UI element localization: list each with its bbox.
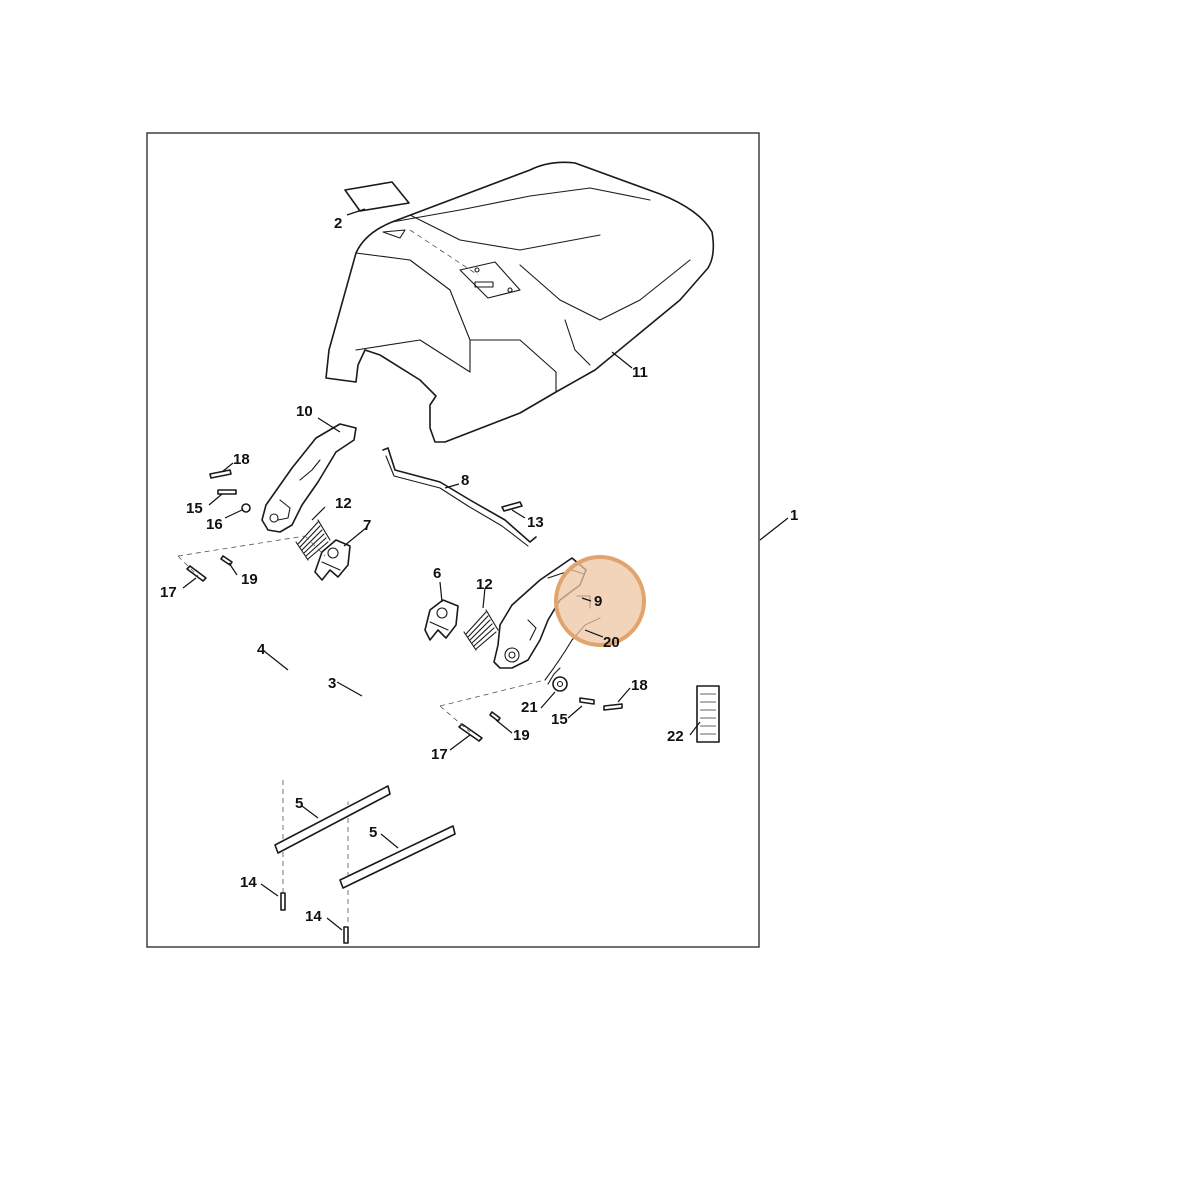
part-handle-3 <box>341 618 417 804</box>
part-label-22 <box>696 685 720 743</box>
part-latch-left <box>314 539 351 581</box>
callout-15a: 15 <box>186 500 203 517</box>
highlight-circle <box>554 555 646 647</box>
callout-5b: 5 <box>369 824 377 841</box>
callout-10: 10 <box>296 403 313 420</box>
part-bar-5b <box>339 825 456 889</box>
part-hinge-left <box>261 423 357 533</box>
callout-14b: 14 <box>305 908 322 925</box>
callout-4: 4 <box>257 641 266 658</box>
part-cover <box>325 161 715 443</box>
callout-13: 13 <box>527 514 544 531</box>
callout-1: 1 <box>790 507 798 524</box>
part-screws-left <box>209 469 237 495</box>
callout-7: 7 <box>363 517 371 534</box>
callout-labels: 1 2 3 4 5 5 6 7 8 9 10 11 12 12 13 14 14… <box>160 215 798 925</box>
part-washer-16 <box>241 503 251 513</box>
part-bolts <box>280 892 349 944</box>
callout-14a: 14 <box>240 874 257 891</box>
callout-18a: 18 <box>233 451 250 468</box>
callout-18b: 18 <box>631 677 648 694</box>
part-bar-5a <box>274 785 391 854</box>
part-washer-21 <box>552 676 568 692</box>
callout-9: 9 <box>594 593 602 610</box>
callout-19b: 19 <box>513 727 530 744</box>
callout-15b: 15 <box>551 711 568 728</box>
callout-11: 11 <box>632 364 648 381</box>
part-pin-13 <box>501 501 523 512</box>
callout-21: 21 <box>521 699 538 716</box>
part-spring-right <box>463 609 499 651</box>
alignment-lines <box>177 535 546 925</box>
callout-19a: 19 <box>241 571 258 588</box>
callout-3: 3 <box>328 675 336 692</box>
part-latch-right <box>424 599 459 641</box>
leader-lines <box>182 208 789 931</box>
part-spring-left <box>295 519 331 561</box>
callout-16: 16 <box>206 516 223 533</box>
part-rod <box>382 447 537 547</box>
callout-12b: 12 <box>476 576 493 593</box>
callout-5a: 5 <box>295 795 303 812</box>
part-decal <box>344 181 410 212</box>
diagram-frame <box>146 132 760 948</box>
callout-6: 6 <box>433 565 441 582</box>
callout-2: 2 <box>334 215 342 232</box>
callout-12a: 12 <box>335 495 352 512</box>
part-handle-4 <box>272 591 329 782</box>
callout-17a: 17 <box>160 584 177 601</box>
callout-17b: 17 <box>431 746 448 763</box>
part-screws-right <box>579 697 623 711</box>
callout-22: 22 <box>667 728 684 745</box>
callout-20: 20 <box>603 634 620 651</box>
callout-8: 8 <box>461 472 469 489</box>
